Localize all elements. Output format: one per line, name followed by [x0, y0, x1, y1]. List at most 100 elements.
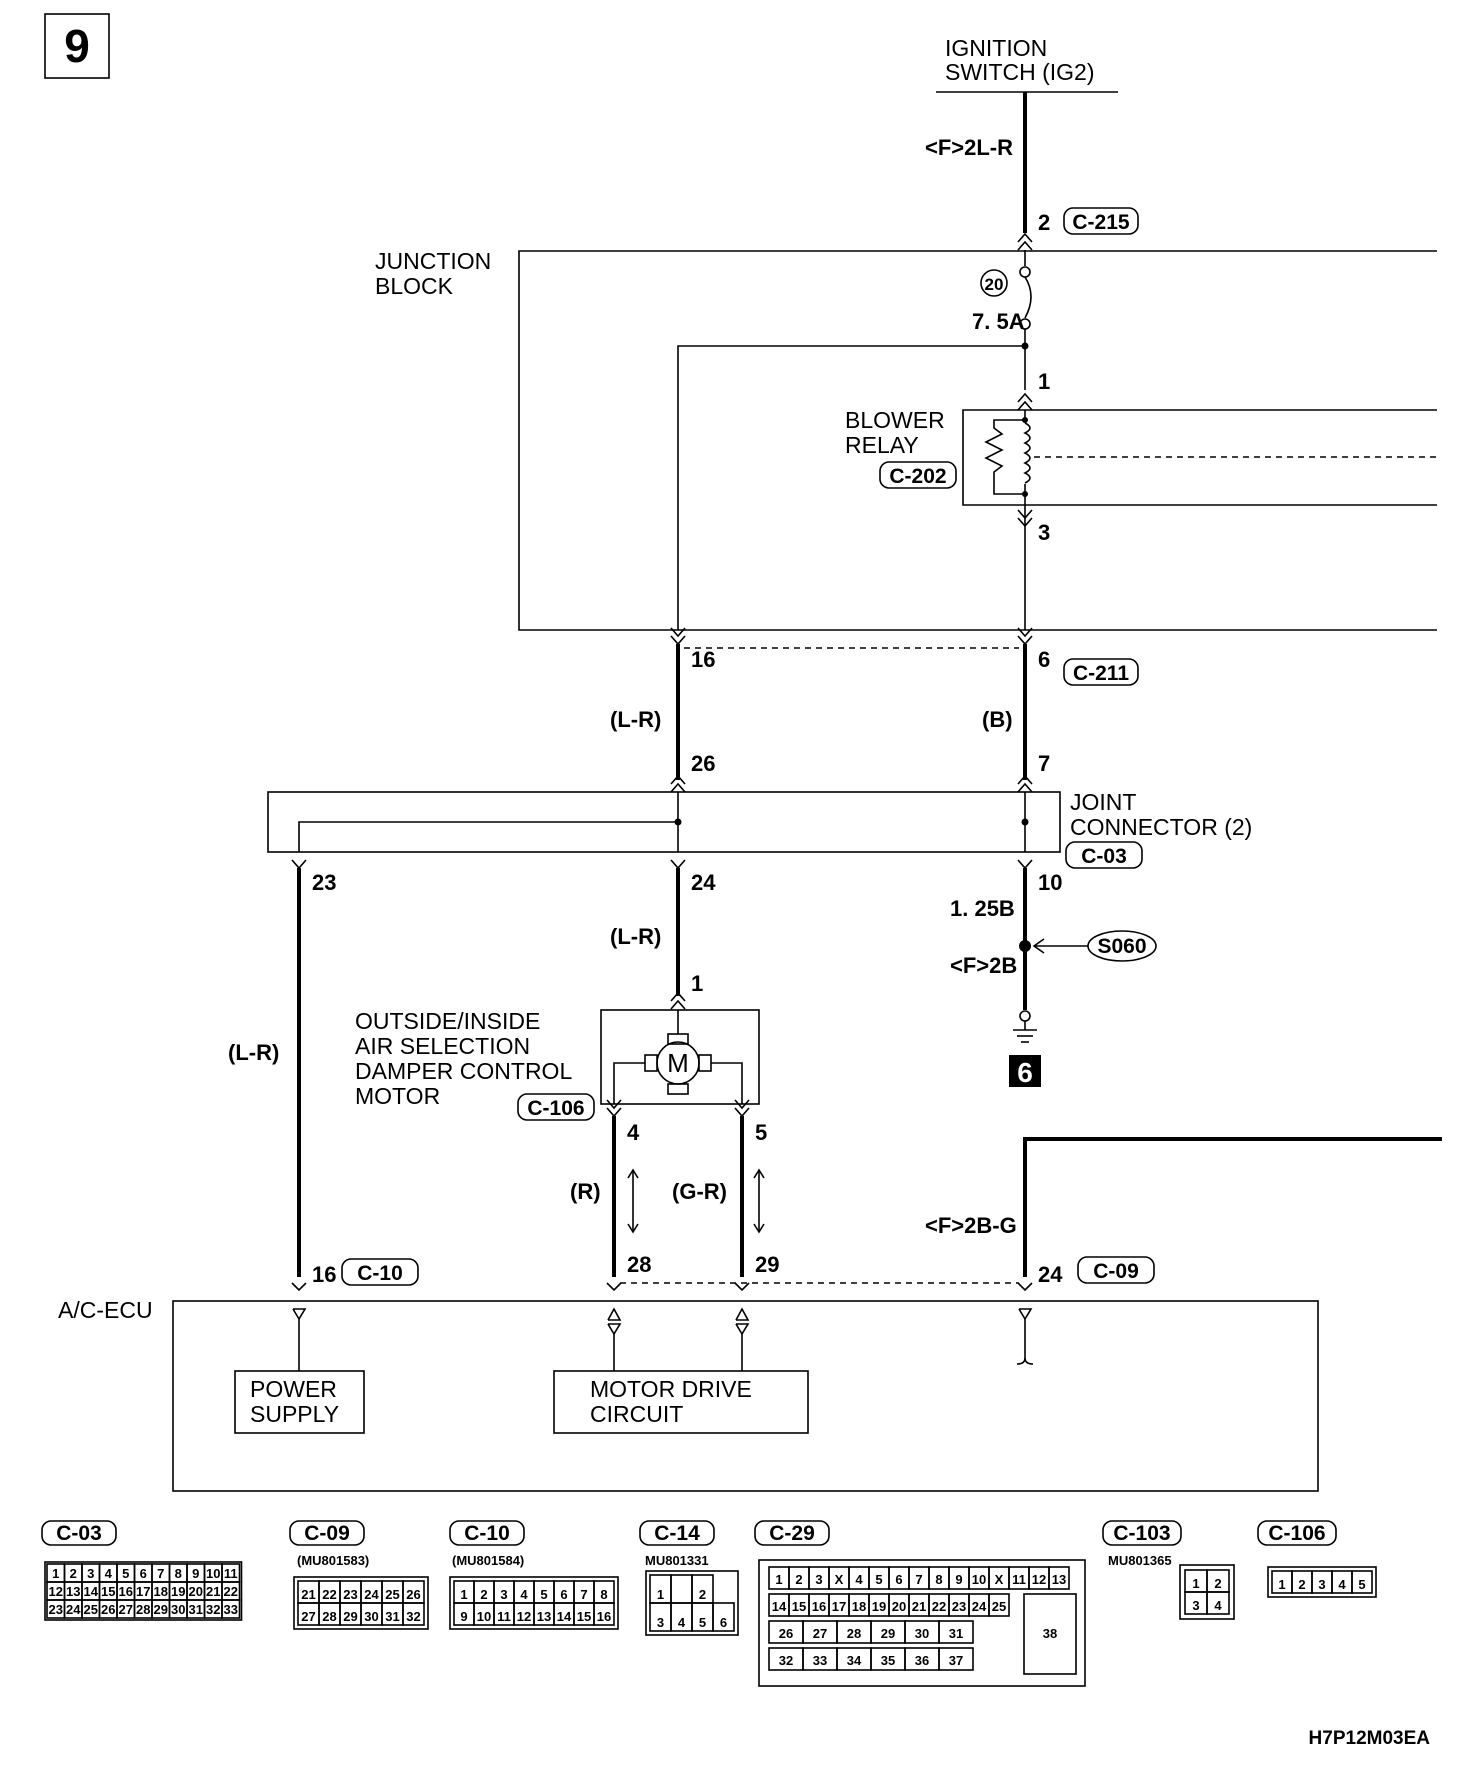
connector-view-tag-c10: C-10: [449, 1520, 525, 1546]
wire-label-r: (R): [570, 1179, 601, 1204]
svg-text:C-215: C-215: [1072, 211, 1130, 234]
svg-text:S060: S060: [1097, 935, 1146, 958]
pin-cell: 26: [101, 1602, 115, 1617]
direction-arrow-right: [753, 1168, 765, 1234]
svg-text:CONNECTOR (2): CONNECTOR (2): [1070, 814, 1252, 840]
svg-text:SUPPLY: SUPPLY: [250, 1401, 339, 1427]
pin-cell: 21: [912, 1599, 926, 1614]
svg-text:POWER: POWER: [250, 1376, 337, 1402]
pin-24: 24: [691, 870, 716, 895]
pin-cell: 24: [972, 1599, 987, 1614]
svg-text:C-202: C-202: [889, 465, 946, 488]
pin-cell: 3: [1318, 1577, 1325, 1592]
pin-5: 5: [755, 1120, 767, 1145]
pin-cell: 12: [49, 1584, 63, 1599]
svg-text:7. 5A: 7. 5A: [972, 309, 1025, 334]
pin-cell: 7: [580, 1587, 587, 1602]
pin-16: 16: [691, 647, 715, 672]
pin-26: 26: [691, 751, 715, 776]
wire-label-l-r-2: (L-R): [610, 924, 661, 949]
pin-1-motor: 1: [691, 971, 703, 996]
svg-text:20: 20: [985, 275, 1004, 294]
pin-cell: 24: [66, 1602, 81, 1617]
pin-cell: 31: [949, 1626, 963, 1641]
pin-cell: 4: [520, 1587, 528, 1602]
pin-cell: 1: [1278, 1577, 1285, 1592]
connector-view-part-c103: MU801365: [1108, 1553, 1172, 1568]
pin-cell: 29: [881, 1626, 895, 1641]
pin-cell: 23: [952, 1599, 966, 1614]
connector-view-tag-c106: C-106: [1257, 1520, 1337, 1546]
pin-cell: 22: [224, 1584, 238, 1599]
pin-cell: 8: [600, 1587, 607, 1602]
pin-cell: 26: [406, 1587, 420, 1602]
blower-relay: 1 BLOWER RELAY C-202: [845, 369, 1437, 506]
svg-text:C-106: C-106: [527, 1097, 584, 1120]
pin-10: 10: [1038, 870, 1062, 895]
pin-cell: 6: [895, 1572, 902, 1587]
connector-view-tag-c14: C-14: [639, 1520, 715, 1546]
ground-point-6: 6: [1009, 1055, 1041, 1088]
pin-cell: 16: [597, 1609, 611, 1624]
svg-text:C-103: C-103: [1113, 1522, 1170, 1545]
pin-cell: 21: [206, 1584, 220, 1599]
pin-cell: 36: [915, 1653, 929, 1668]
svg-text:1: 1: [1038, 369, 1050, 394]
pin-3: 3: [1038, 520, 1050, 545]
pin-cell: 15: [101, 1584, 115, 1599]
pin-cell: 35: [881, 1653, 895, 1668]
pin-cell: 14: [557, 1609, 572, 1624]
pin-cell: 20: [892, 1599, 906, 1614]
connector-tag-c215: C-215: [1063, 207, 1139, 235]
pin-cell: 31: [189, 1602, 203, 1617]
pin-cell: 25: [385, 1587, 399, 1602]
pin-cell: 17: [832, 1599, 846, 1614]
pin-cell: 13: [1052, 1572, 1066, 1587]
pin-cell: 16: [812, 1599, 826, 1614]
pin-cell: 9: [460, 1609, 467, 1624]
pin-cell: 6: [560, 1587, 567, 1602]
pin-cell: 28: [847, 1626, 861, 1641]
power-supply-block: POWER SUPPLY: [234, 1370, 365, 1434]
pin-cell: 2: [795, 1572, 802, 1587]
pin-cell: 13: [537, 1609, 551, 1624]
pin-cell: 11: [497, 1609, 511, 1624]
pin-cell: 17: [136, 1584, 150, 1599]
ignition-switch: IGNITION SWITCH (IG2): [936, 35, 1118, 93]
pin-cell: 12: [1032, 1572, 1046, 1587]
pin-cell: 10: [972, 1572, 986, 1587]
svg-text:CIRCUIT: CIRCUIT: [590, 1401, 683, 1427]
pin-cell: 2: [70, 1566, 77, 1581]
pin-23: 23: [312, 870, 336, 895]
fuse: 20 7. 5A: [972, 250, 1032, 390]
ground-symbol: [1013, 1021, 1037, 1043]
pin-29: 29: [755, 1252, 779, 1277]
svg-text:C-03: C-03: [56, 1522, 102, 1545]
pin-2: 2: [1038, 210, 1050, 235]
pin-cell: 11: [224, 1566, 238, 1581]
pin-cell: 14: [84, 1584, 99, 1599]
pin-cell: 25: [992, 1599, 1006, 1614]
footer-code: H7P12M03EA: [1309, 1728, 1431, 1749]
svg-text:SWITCH (IG2): SWITCH (IG2): [945, 59, 1095, 85]
pin-cell: 4: [855, 1572, 863, 1587]
motor-drive-block: MOTOR DRIVE CIRCUIT: [553, 1370, 809, 1434]
pin-cell: 15: [577, 1609, 591, 1624]
pin-cell: 15: [792, 1599, 806, 1614]
pin-cell: 2: [699, 1587, 706, 1602]
pin-cell: 28: [136, 1602, 150, 1617]
pin-cell: 1: [775, 1572, 782, 1587]
pin-cell: 3: [500, 1587, 507, 1602]
svg-text:C-29: C-29: [769, 1522, 815, 1545]
pin-cell: 18: [852, 1599, 866, 1614]
ig-wire-label: <F>2L-R: [925, 135, 1013, 160]
pin-cell: 6: [140, 1566, 147, 1581]
svg-text:DAMPER CONTROL: DAMPER CONTROL: [355, 1058, 572, 1084]
pin-cell: 2: [480, 1587, 487, 1602]
pin-cell: 27: [813, 1626, 827, 1641]
pin-cell: 16: [119, 1584, 133, 1599]
pin-cell: 8: [935, 1572, 942, 1587]
pin-cell: 33: [813, 1653, 827, 1668]
pin-cell: 1: [657, 1587, 664, 1602]
ac-ecu: A/C-ECU POWER SUPPLY MOTOR DRIVE CIRCUIT: [58, 1297, 1319, 1492]
